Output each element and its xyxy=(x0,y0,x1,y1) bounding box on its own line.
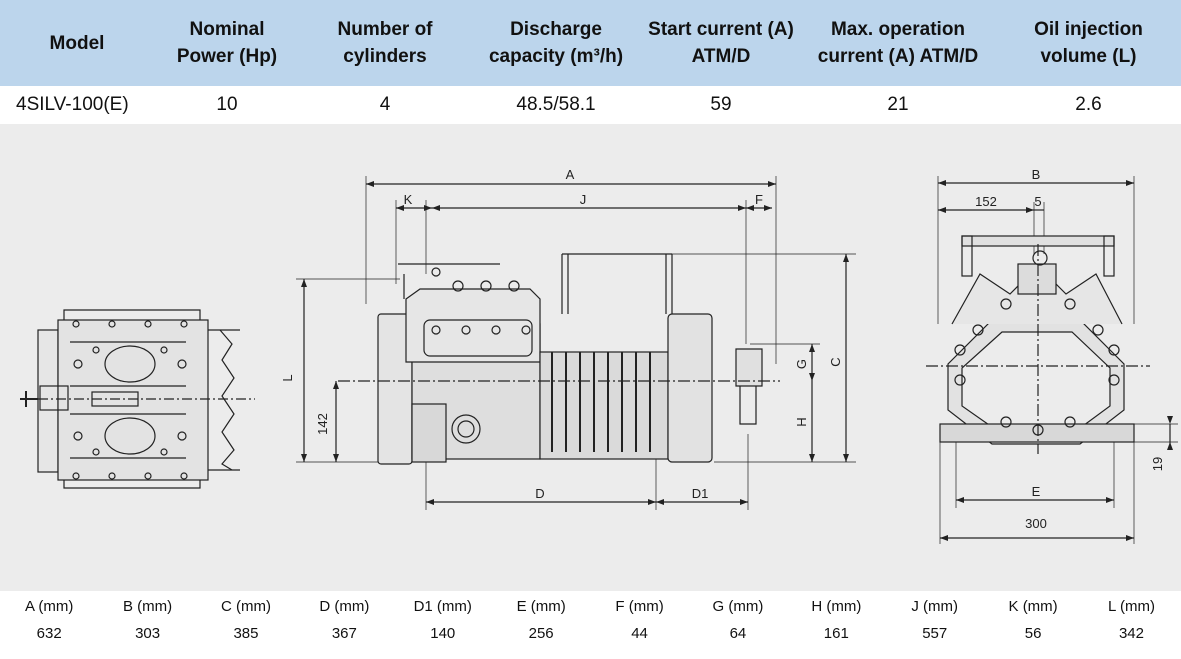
dim-label-c: C xyxy=(828,357,843,366)
dim-label-b: B xyxy=(1032,167,1041,182)
dim-label-f: F xyxy=(755,192,763,207)
dim-label-19: 19 xyxy=(1150,457,1165,471)
dim-label-d: D xyxy=(535,486,544,501)
dim-header: D1 (mm) xyxy=(413,598,472,615)
dim-value: 64 xyxy=(729,625,747,642)
dim-value: 342 xyxy=(1118,625,1144,642)
dim-value: 56 xyxy=(1024,625,1042,642)
cell-oil-injection: 2.6 xyxy=(1075,94,1102,115)
dim-label-l: L xyxy=(280,374,295,381)
dim-header: J (mm) xyxy=(911,598,959,615)
top-view-drawing xyxy=(20,309,255,489)
dim-header: F (mm) xyxy=(615,598,664,615)
cell-nominal-power: 10 xyxy=(216,94,238,115)
dim-label-5: 5 xyxy=(1034,194,1041,209)
header-max-operation-current: Max. operation current (A) ATM/D xyxy=(817,19,979,67)
dim-value: 44 xyxy=(631,625,648,642)
header-oil-injection: Oil injection volume (L) xyxy=(1034,19,1143,67)
dim-header: H (mm) xyxy=(811,598,862,615)
dim-header: L (mm) xyxy=(1108,598,1155,615)
technical-drawing-panel: A K J F L 142 C G H D D1 B 152 5 E 300 1… xyxy=(0,124,1181,591)
spec-table-row: 4SILV-100(E) 10 4 48.5/58.1 59 21 2.6 xyxy=(0,86,1181,124)
cell-cylinders: 4 xyxy=(379,94,391,115)
dim-value: 367 xyxy=(331,625,357,642)
header-cylinders: Number of cylinders xyxy=(337,19,433,67)
side-view-drawing xyxy=(296,176,856,510)
dimension-table-values: 632 303 385 367 140 256 44 64 161 557 56… xyxy=(0,625,1181,642)
dim-label-a: A xyxy=(566,167,575,182)
dim-label-k: K xyxy=(404,192,413,207)
dim-label-152: 152 xyxy=(975,194,997,209)
dim-value: 256 xyxy=(528,625,554,642)
dim-label-g: G xyxy=(794,359,809,369)
dimension-table: A (mm) B (mm) C (mm) D (mm) D1 (mm) E (m… xyxy=(0,592,1181,659)
cell-discharge-capacity: 48.5/58.1 xyxy=(516,94,596,115)
dim-value: 385 xyxy=(233,625,259,642)
dim-header: D (mm) xyxy=(319,598,370,615)
cell-start-current: 59 xyxy=(710,94,732,115)
header-discharge-capacity: Discharge capacity (m³/h) xyxy=(488,19,624,67)
dim-header: C (mm) xyxy=(220,598,271,615)
dim-label-300: 300 xyxy=(1025,516,1047,531)
dim-value: 303 xyxy=(135,625,161,642)
cell-model: 4SILV-100(E) xyxy=(16,94,129,115)
dim-header: A (mm) xyxy=(25,598,74,615)
header-model: Model xyxy=(49,32,105,54)
dim-label-d1: D1 xyxy=(692,486,709,501)
front-view-drawing xyxy=(926,176,1178,544)
dim-value: 140 xyxy=(430,625,456,642)
dim-header: B (mm) xyxy=(123,598,173,615)
dim-label-j: J xyxy=(580,192,587,207)
dim-label-e: E xyxy=(1032,484,1041,499)
dim-header: E (mm) xyxy=(516,598,566,615)
cell-max-operation-current: 21 xyxy=(887,94,909,115)
header-nominal-power: Nominal Power (Hp) xyxy=(176,19,278,67)
dim-header: K (mm) xyxy=(1008,598,1058,615)
dim-header: G (mm) xyxy=(712,598,764,615)
header-start-current: Start current (A) ATM/D xyxy=(648,19,794,67)
spec-table-header: Model Nominal Power (Hp) Number of cylin… xyxy=(0,0,1181,86)
dim-value: 161 xyxy=(823,625,849,642)
dim-label-142: 142 xyxy=(315,413,330,435)
dim-value: 557 xyxy=(922,625,948,642)
dimension-table-header: A (mm) B (mm) C (mm) D (mm) D1 (mm) E (m… xyxy=(0,598,1181,615)
dim-value: 632 xyxy=(36,625,62,642)
dim-label-h: H xyxy=(794,417,809,426)
